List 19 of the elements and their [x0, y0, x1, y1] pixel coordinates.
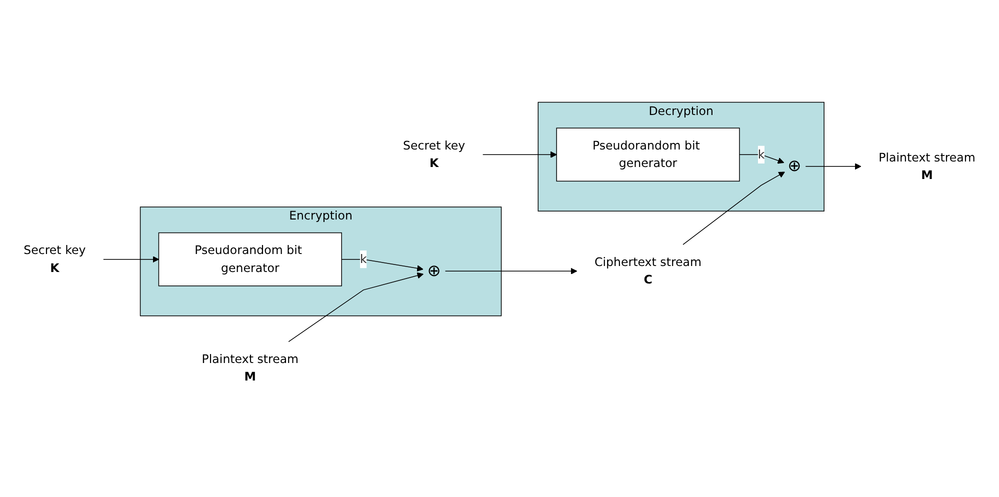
node-box: Pseudorandom bit generator: [556, 128, 740, 182]
node-text: Ciphertext stream C: [594, 254, 702, 287]
arrow: [288, 272, 424, 342]
node-text: ⊕: [427, 262, 441, 280]
node-text: ⊕: [788, 157, 802, 176]
arrow: [739, 154, 784, 164]
node-text: Secret key K: [24, 243, 86, 275]
arrow: [444, 268, 578, 274]
arrow: [482, 151, 557, 158]
arrow: [341, 258, 424, 272]
edge-label: k: [360, 252, 367, 266]
node-text: Secret key K: [403, 138, 466, 170]
node-text: Plaintext stream M: [878, 150, 976, 182]
arrow: [805, 163, 862, 170]
arrow: [103, 256, 160, 263]
arrow: [682, 172, 785, 245]
node-box: Pseudorandom bit generator: [158, 232, 342, 286]
node-text: Plaintext stream M: [202, 352, 299, 384]
edge-label: k: [758, 147, 765, 162]
